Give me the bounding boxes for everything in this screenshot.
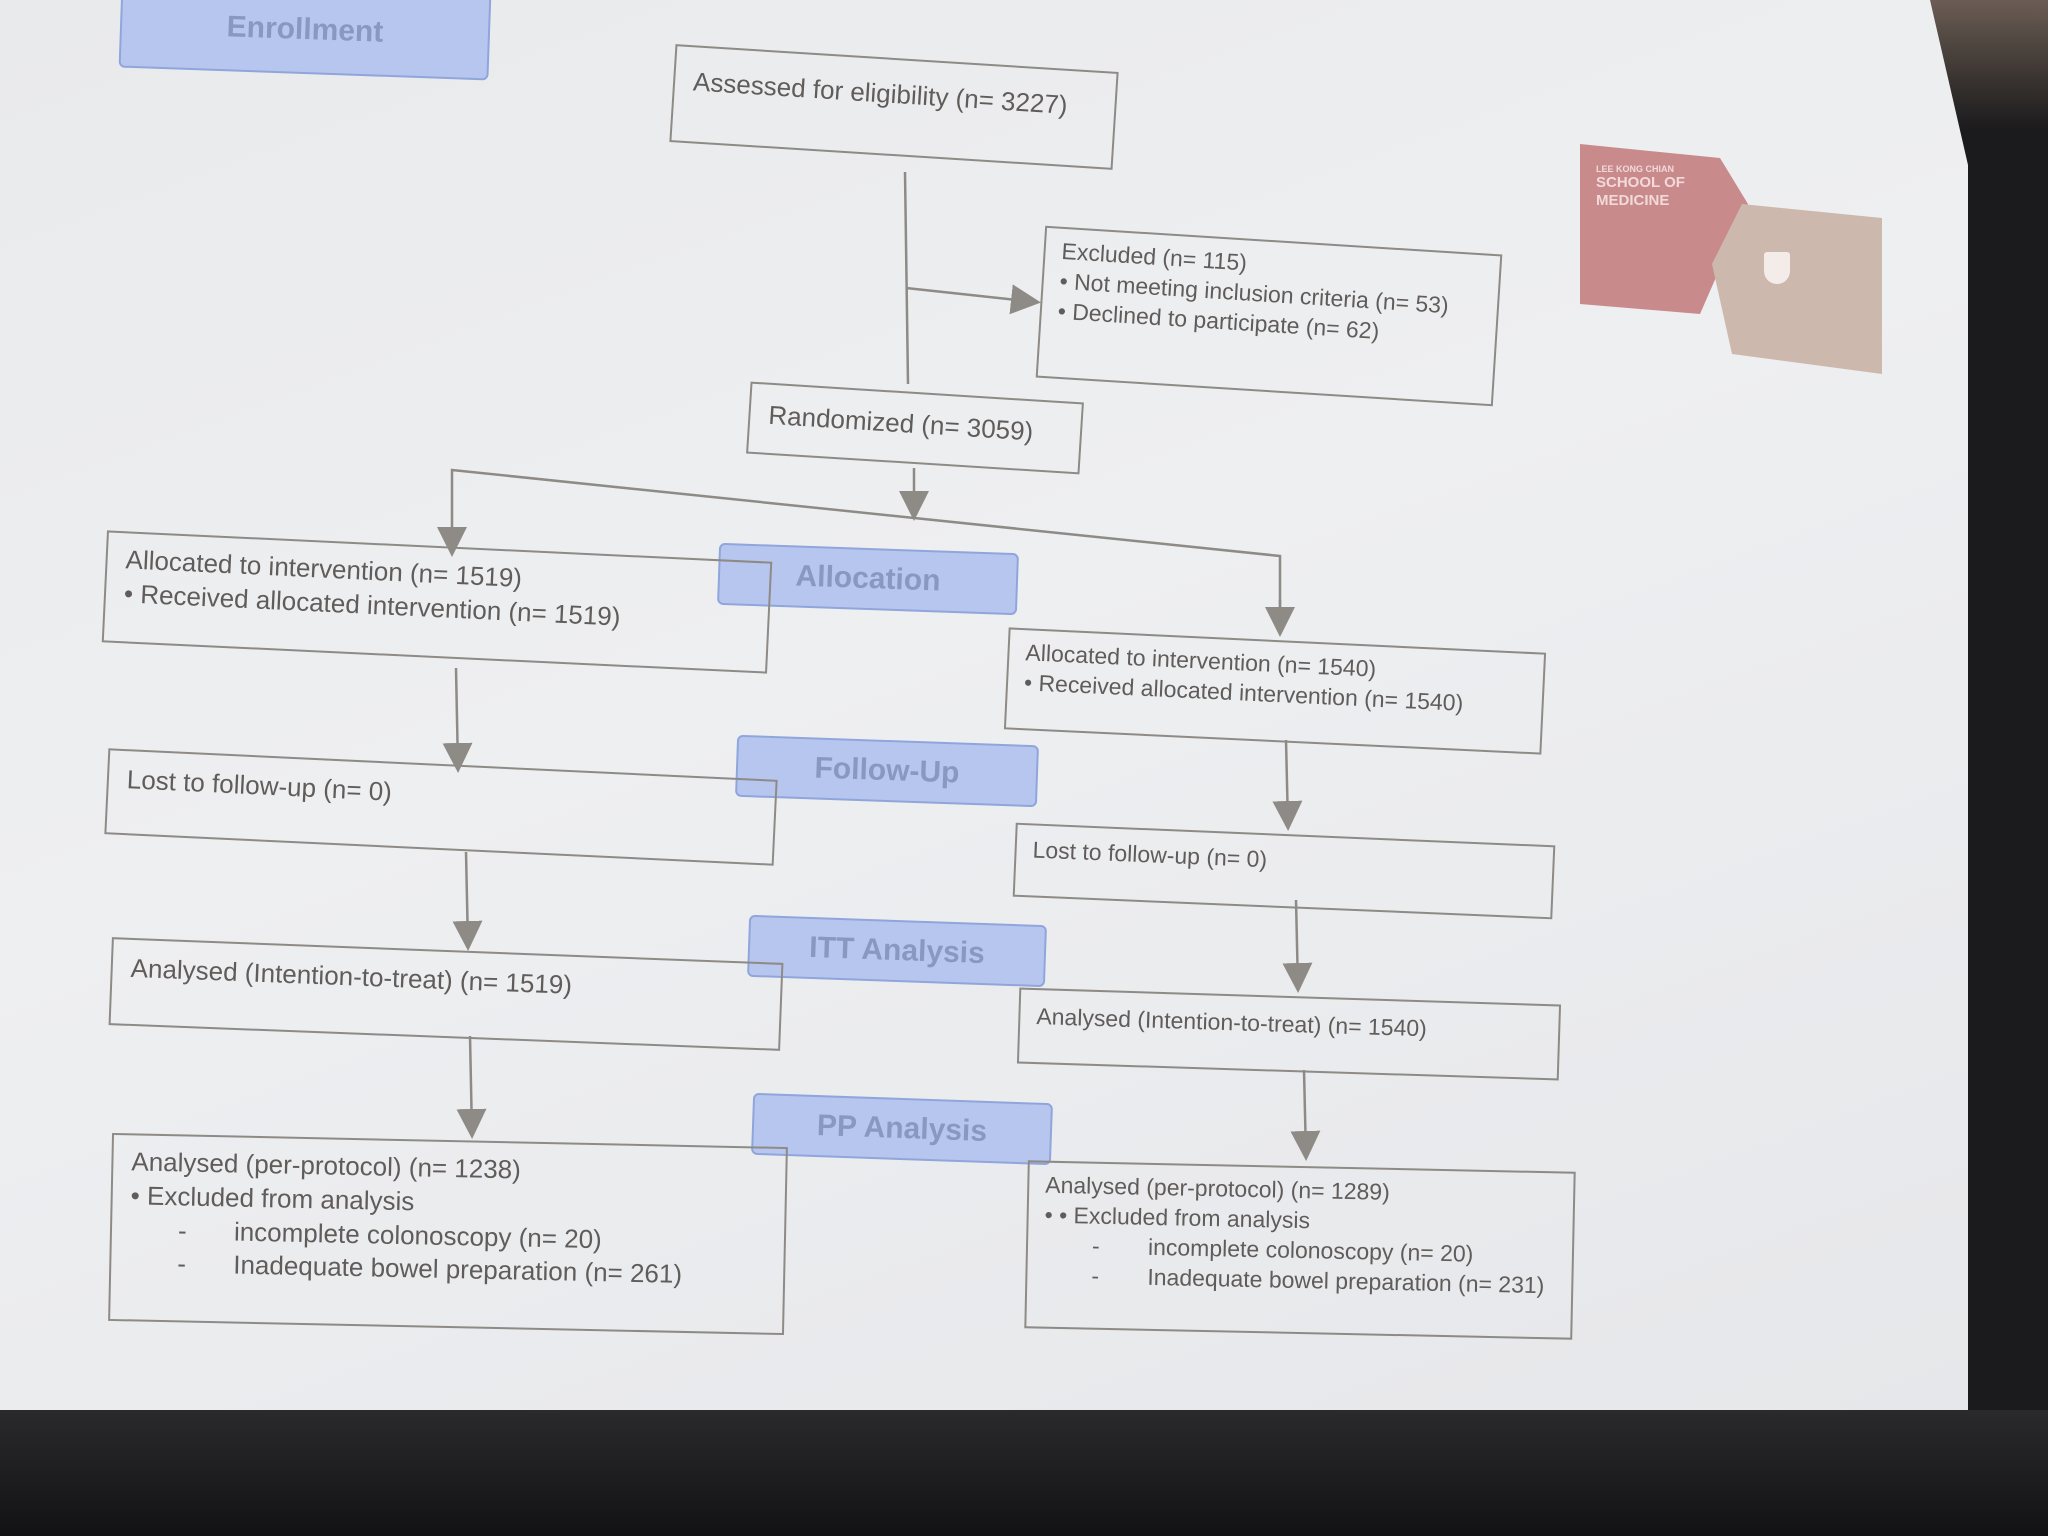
stage-follow-up-label: Follow-Up [814, 751, 961, 790]
right-pp-box: Analysed (per-protocol) (n= 1289) • Excl… [1024, 1160, 1576, 1340]
right-lost-text: Lost to follow-up (n= 0) [1032, 836, 1268, 873]
crest-icon [1764, 252, 1790, 284]
arrow-left-itt [452, 851, 483, 951]
stage-allocation-label: Allocation [794, 559, 942, 598]
arrow-right-pp [1290, 1069, 1321, 1161]
school-logo-name: SCHOOL OF MEDICINE [1596, 174, 1685, 209]
arrow-left-pp [456, 1035, 487, 1139]
stage-enrollment-label: Enrollment [226, 10, 384, 49]
arrow-right-followup [1272, 739, 1303, 831]
stage-itt-label: ITT Analysis [808, 930, 986, 971]
left-pp-box: Analysed (per-protocol) (n= 1238) Exclud… [108, 1132, 788, 1336]
stage-pp-analysis: PP Analysis [751, 1092, 1053, 1166]
stage-follow-up: Follow-Up [735, 734, 1039, 808]
arrow-right-itt [1282, 899, 1313, 993]
right-itt-text: Analysed (Intention-to-treat) (n= 1540) [1036, 1003, 1428, 1042]
connector-randomized-split [450, 468, 1282, 630]
connector-assessed-randomized [903, 171, 910, 385]
connector-to-excluded [905, 284, 1041, 315]
screen-bottom-frame [0, 1410, 2048, 1536]
left-itt-text: Analysed (Intention-to-treat) (n= 1519) [130, 952, 573, 1000]
arrow-left-followup [442, 667, 473, 773]
partner-logo [1712, 204, 1882, 374]
randomized-text: Randomized (n= 3059) [767, 399, 1035, 447]
stage-enrollment: Enrollment [118, 0, 492, 81]
school-logo-top: LEE KONG CHIAN [1596, 164, 1675, 174]
stage-itt-analysis: ITT Analysis [747, 914, 1047, 988]
stage-pp-label: PP Analysis [816, 1109, 988, 1148]
excluded-box: Excluded (n= 115) Not meeting inclusion … [1035, 225, 1503, 407]
assessed-text: Assessed for eligibility (n= 3227) [692, 66, 1069, 120]
